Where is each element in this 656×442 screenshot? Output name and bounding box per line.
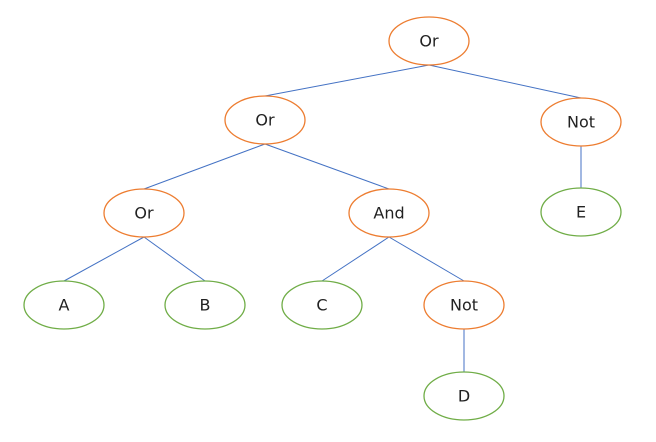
edge-n1-n3 — [428, 64, 582, 99]
node-ellipse — [281, 280, 363, 330]
node-label: C — [316, 296, 327, 315]
operand-node-d: D — [423, 371, 505, 421]
operator-node-or: Or — [388, 16, 470, 66]
edge-n2-n4 — [143, 143, 266, 190]
node-label: A — [59, 296, 70, 315]
operand-node-a: A — [23, 280, 105, 330]
node-ellipse — [23, 280, 105, 330]
tree-edges — [63, 64, 582, 372]
node-label: Not — [450, 296, 478, 315]
node-ellipse — [103, 188, 185, 238]
node-label: Not — [567, 113, 595, 132]
node-ellipse — [540, 97, 622, 147]
node-ellipse — [423, 280, 505, 330]
operator-node-or: Or — [103, 188, 185, 238]
edge-n4-n8 — [143, 236, 206, 282]
node-label: B — [200, 296, 211, 315]
node-ellipse — [348, 188, 430, 238]
node-ellipse — [224, 95, 306, 145]
node-ellipse — [164, 280, 246, 330]
node-label: D — [458, 387, 470, 406]
edge-n5-n9 — [321, 236, 390, 282]
operator-node-not: Not — [540, 97, 622, 147]
edge-n2-n5 — [264, 143, 390, 190]
node-ellipse — [388, 16, 470, 66]
edge-n4-n7 — [63, 236, 145, 282]
node-label: And — [373, 204, 404, 223]
edge-n5-n10 — [388, 236, 465, 282]
node-label: Or — [255, 111, 275, 130]
node-ellipse — [423, 371, 505, 421]
operator-node-and: And — [348, 188, 430, 238]
node-label: Or — [134, 204, 154, 223]
operator-node-or: Or — [224, 95, 306, 145]
node-ellipse — [540, 187, 622, 237]
operand-node-b: B — [164, 280, 246, 330]
operand-node-e: E — [540, 187, 622, 237]
edge-n1-n2 — [264, 64, 430, 97]
operand-node-c: C — [281, 280, 363, 330]
node-label: E — [576, 203, 586, 222]
operator-node-not: Not — [423, 280, 505, 330]
node-label: Or — [419, 32, 439, 51]
